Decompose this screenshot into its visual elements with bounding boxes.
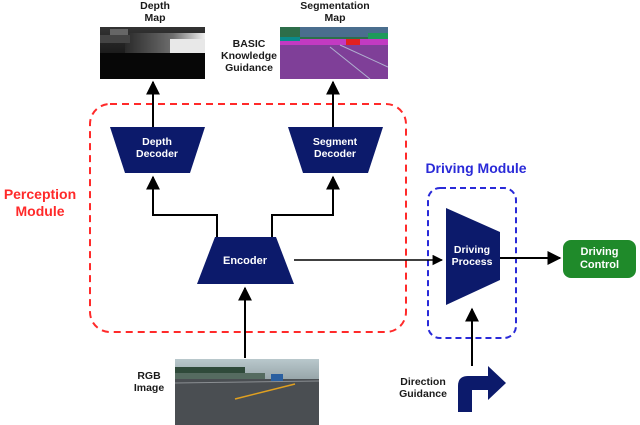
encoder-block (197, 237, 294, 284)
segment-decoder-block (288, 127, 383, 173)
perception-module-box (89, 103, 407, 333)
depth-map-image (100, 27, 205, 79)
driving-module-title: Driving Module (425, 160, 527, 176)
segment-decoder-label: Segment Decoder (312, 136, 358, 161)
perception-module-title: Perception Module (3, 186, 77, 219)
turn-right-arrow-icon (458, 366, 506, 412)
arrow-encoder-to-segment-decoder (271, 175, 340, 237)
depth-decoder-label: Depth Decoder (135, 136, 178, 161)
segmentation-map-label: Segmentation Map (300, 0, 370, 25)
rgb-image-label: RGB Image (133, 370, 165, 395)
depth-map-texture (100, 27, 205, 79)
depth-map-label: Depth Map (140, 0, 170, 25)
arrow-encoder-to-depth-decoder (146, 175, 218, 237)
rgb-image-texture (175, 359, 319, 425)
rgb-image (175, 359, 319, 425)
driving-control-block (563, 240, 636, 278)
driving-process-label: Driving Process (451, 244, 493, 269)
segmentation-map-image (280, 27, 388, 79)
driving-control-label: Driving Control (579, 246, 620, 271)
driving-process-block (446, 208, 500, 305)
segmentation-map-texture (280, 27, 388, 79)
depth-decoder-block (110, 127, 205, 173)
basic-guidance-label: BASIC Knowledge Guidance (220, 38, 277, 75)
direction-guidance-label: Direction Guidance (399, 376, 447, 401)
driving-module-box (427, 187, 517, 339)
encoder-label: Encoder (222, 255, 267, 267)
